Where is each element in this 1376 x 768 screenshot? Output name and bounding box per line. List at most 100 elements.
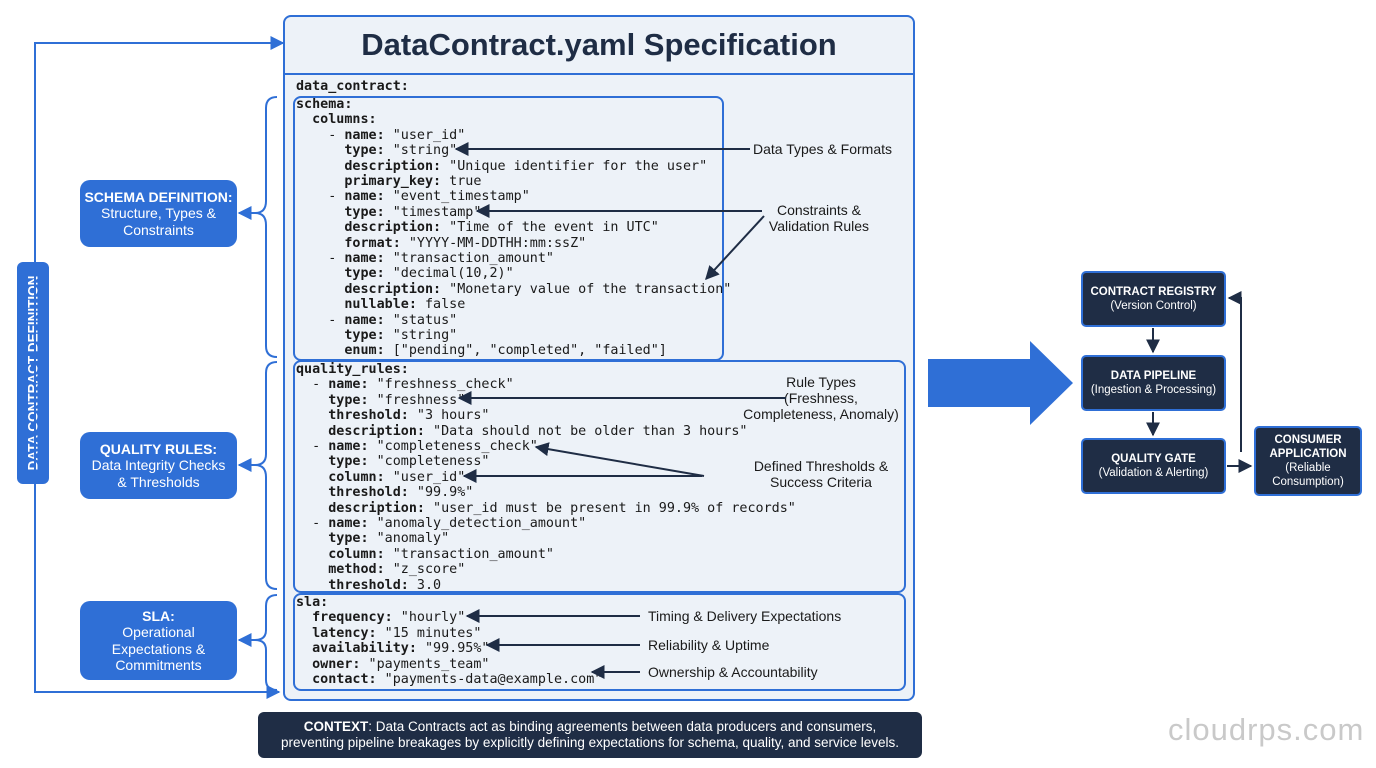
annotation-data-types: Data Types & Formats: [753, 141, 893, 157]
code-line: enum: ["pending", "completed", "failed"]: [344, 343, 667, 359]
code-line: primary_key: true: [344, 174, 482, 189]
quality-brace: [254, 361, 278, 590]
enforcement-line: & MONITORING: [940, 382, 1028, 413]
annotation-line: Rule Types: [786, 374, 856, 390]
code-line: column: "transaction_amount": [328, 546, 554, 562]
card-line: Operational: [122, 624, 195, 640]
code-line: sla:: [296, 595, 329, 610]
quality-rules-card: QUALITY RULES: Data Integrity Checks & T…: [80, 432, 237, 499]
contract-registry-box: CONTRACT REGISTRY (Version Control): [1081, 271, 1226, 327]
annotation-constraints: Constraints & Validation Rules: [764, 202, 874, 234]
quality-gate-box: QUALITY GATE (Validation & Alerting): [1081, 438, 1226, 494]
code-line: type: "anomaly": [328, 531, 450, 547]
code-line: schema:: [296, 97, 353, 112]
code-line: description: "Data should not be older t…: [328, 423, 748, 439]
consumer-application-box: CONSUMER APPLICATION (Reliable Consumpti…: [1254, 426, 1362, 496]
code-line: frequency: "hourly": [312, 610, 466, 626]
code-line: - name: "anomaly_detection_amount": [296, 516, 587, 531]
card-line: Structure, Types &: [101, 205, 216, 222]
code-line: owner: "payments_team": [312, 656, 490, 672]
sla-brace: [254, 594, 278, 691]
spec-panel: DataContract.yaml Specification: [283, 15, 915, 701]
code-line: type: "completeness": [328, 454, 490, 470]
card-title: QUALITY RULES:: [99, 440, 218, 457]
code-line: type: "freshness": [328, 392, 466, 408]
spec-title: DataContract.yaml Specification: [285, 17, 913, 75]
annotation-thresholds: Defined Thresholds & Success Criteria: [748, 458, 894, 490]
annotation-timing: Timing & Delivery Expectations: [648, 608, 842, 624]
code-line: type: "decimal(10,2)": [344, 266, 514, 282]
context-line-1: CONTEXT: Data Contracts act as binding a…: [258, 719, 922, 735]
vertical-label-text: DATA CONTRACT DEFINITION: [25, 275, 41, 471]
code-line: format: "YYYY-MM-DDTHH:mm:ssZ": [344, 235, 587, 251]
flow-sub: (Ingestion & Processing): [1090, 384, 1217, 396]
code-line: type: "string": [344, 143, 458, 159]
context-footer: CONTEXT: Data Contracts act as binding a…: [258, 712, 922, 758]
annotation-line: Success Criteria: [770, 474, 872, 490]
flow-title: QUALITY GATE: [1111, 453, 1196, 465]
enforcement-line: ENFORCEMENT: [940, 366, 1045, 381]
sla-section: [293, 593, 906, 691]
quality-rules-section: [293, 360, 906, 593]
annotation-line: Defined Thresholds &: [753, 458, 889, 474]
code-line: - name: "user_id": [296, 127, 466, 143]
annotation-line: Constraints &: [776, 202, 862, 218]
annotation-line: Validation Rules: [768, 218, 870, 234]
code-line: - name: "event_timestamp": [296, 189, 530, 205]
code-line: - name: "transaction_amount": [296, 251, 554, 266]
card-line: Commitments: [115, 657, 202, 673]
feedback-loop-arrow: [1227, 291, 1242, 452]
code-line: threshold: 3.0: [328, 577, 442, 593]
annotation-line: (Freshness,: [784, 390, 858, 406]
enforcement-monitoring-label: ENFORCEMENT & MONITORING: [940, 366, 1045, 414]
definition-loop-connector: [34, 42, 281, 699]
annotation-ownership: Ownership & Accountability: [648, 664, 818, 680]
code-line: - name: "completeness_check": [296, 439, 538, 454]
data-pipeline-box: DATA PIPELINE (Ingestion & Processing): [1081, 355, 1226, 411]
code-line: description: "user_id must be present in…: [328, 500, 796, 516]
context-label: CONTEXT: [303, 719, 369, 734]
schema-definition-card: SCHEMA DEFINITION: Structure, Types & Co…: [80, 180, 237, 247]
card-title: SLA:: [142, 607, 175, 624]
card-line: Data Integrity Checks: [91, 457, 226, 474]
annotation-rule-types: Rule Types (Freshness, Completeness, Ano…: [739, 374, 903, 422]
flow-title: APPLICATION: [1269, 448, 1347, 460]
code-line: method: "z_score": [328, 562, 466, 578]
flow-sub: (Validation & Alerting): [1098, 467, 1209, 479]
code-line: threshold: "99.9%": [328, 485, 474, 501]
code-line: quality_rules:: [296, 362, 409, 377]
flow-title: DATA PIPELINE: [1110, 370, 1197, 382]
flow-sub: (Reliable: [1285, 462, 1331, 474]
context-text: : Data Contracts act as binding agreemen…: [368, 719, 877, 734]
annotation-reliability: Reliability & Uptime: [648, 637, 770, 653]
code-line: - name: "status": [296, 312, 458, 328]
sla-card: SLA: Operational Expectations & Commitme…: [80, 601, 237, 680]
context-line-2: preventing pipeline breakages by explici…: [280, 735, 900, 750]
code-line: nullable: false: [344, 297, 466, 313]
data-contract-definition-label: DATA CONTRACT DEFINITION: [17, 262, 49, 484]
card-line: & Thresholds: [117, 473, 200, 490]
code-line: columns:: [312, 112, 377, 128]
watermark: cloudrps.com: [1168, 712, 1365, 747]
code-line: description: "Unique identifier for the …: [344, 158, 708, 174]
flow-sub: Consumption): [1272, 476, 1344, 488]
code-line: data_contract:: [296, 79, 409, 94]
card-line: Constraints: [123, 221, 194, 238]
code-line: description: "Monetary value of the tran…: [344, 281, 732, 297]
code-line: latency: "15 minutes": [312, 625, 482, 641]
schema-brace: [254, 96, 278, 358]
code-line: description: "Time of the event in UTC": [344, 220, 659, 236]
code-line: contact: "payments-data@example.com": [312, 672, 603, 687]
flow-title: CONTRACT REGISTRY: [1090, 286, 1217, 298]
code-line: column: "user_id": [328, 469, 466, 485]
code-line: type: "string": [344, 328, 458, 343]
card-line: Expectations &: [111, 640, 206, 657]
flow-title: CONSUMER: [1274, 434, 1342, 446]
code-line: type: "timestamp": [344, 204, 482, 220]
card-title: SCHEMA DEFINITION:: [84, 188, 233, 205]
code-line: threshold: "3 hours": [328, 408, 490, 424]
code-line: - name: "freshness_check": [296, 377, 514, 393]
code-line: availability: "99.95%": [312, 641, 490, 657]
flow-sub: (Version Control): [1110, 300, 1197, 312]
annotation-line: Completeness, Anomaly): [743, 406, 899, 422]
